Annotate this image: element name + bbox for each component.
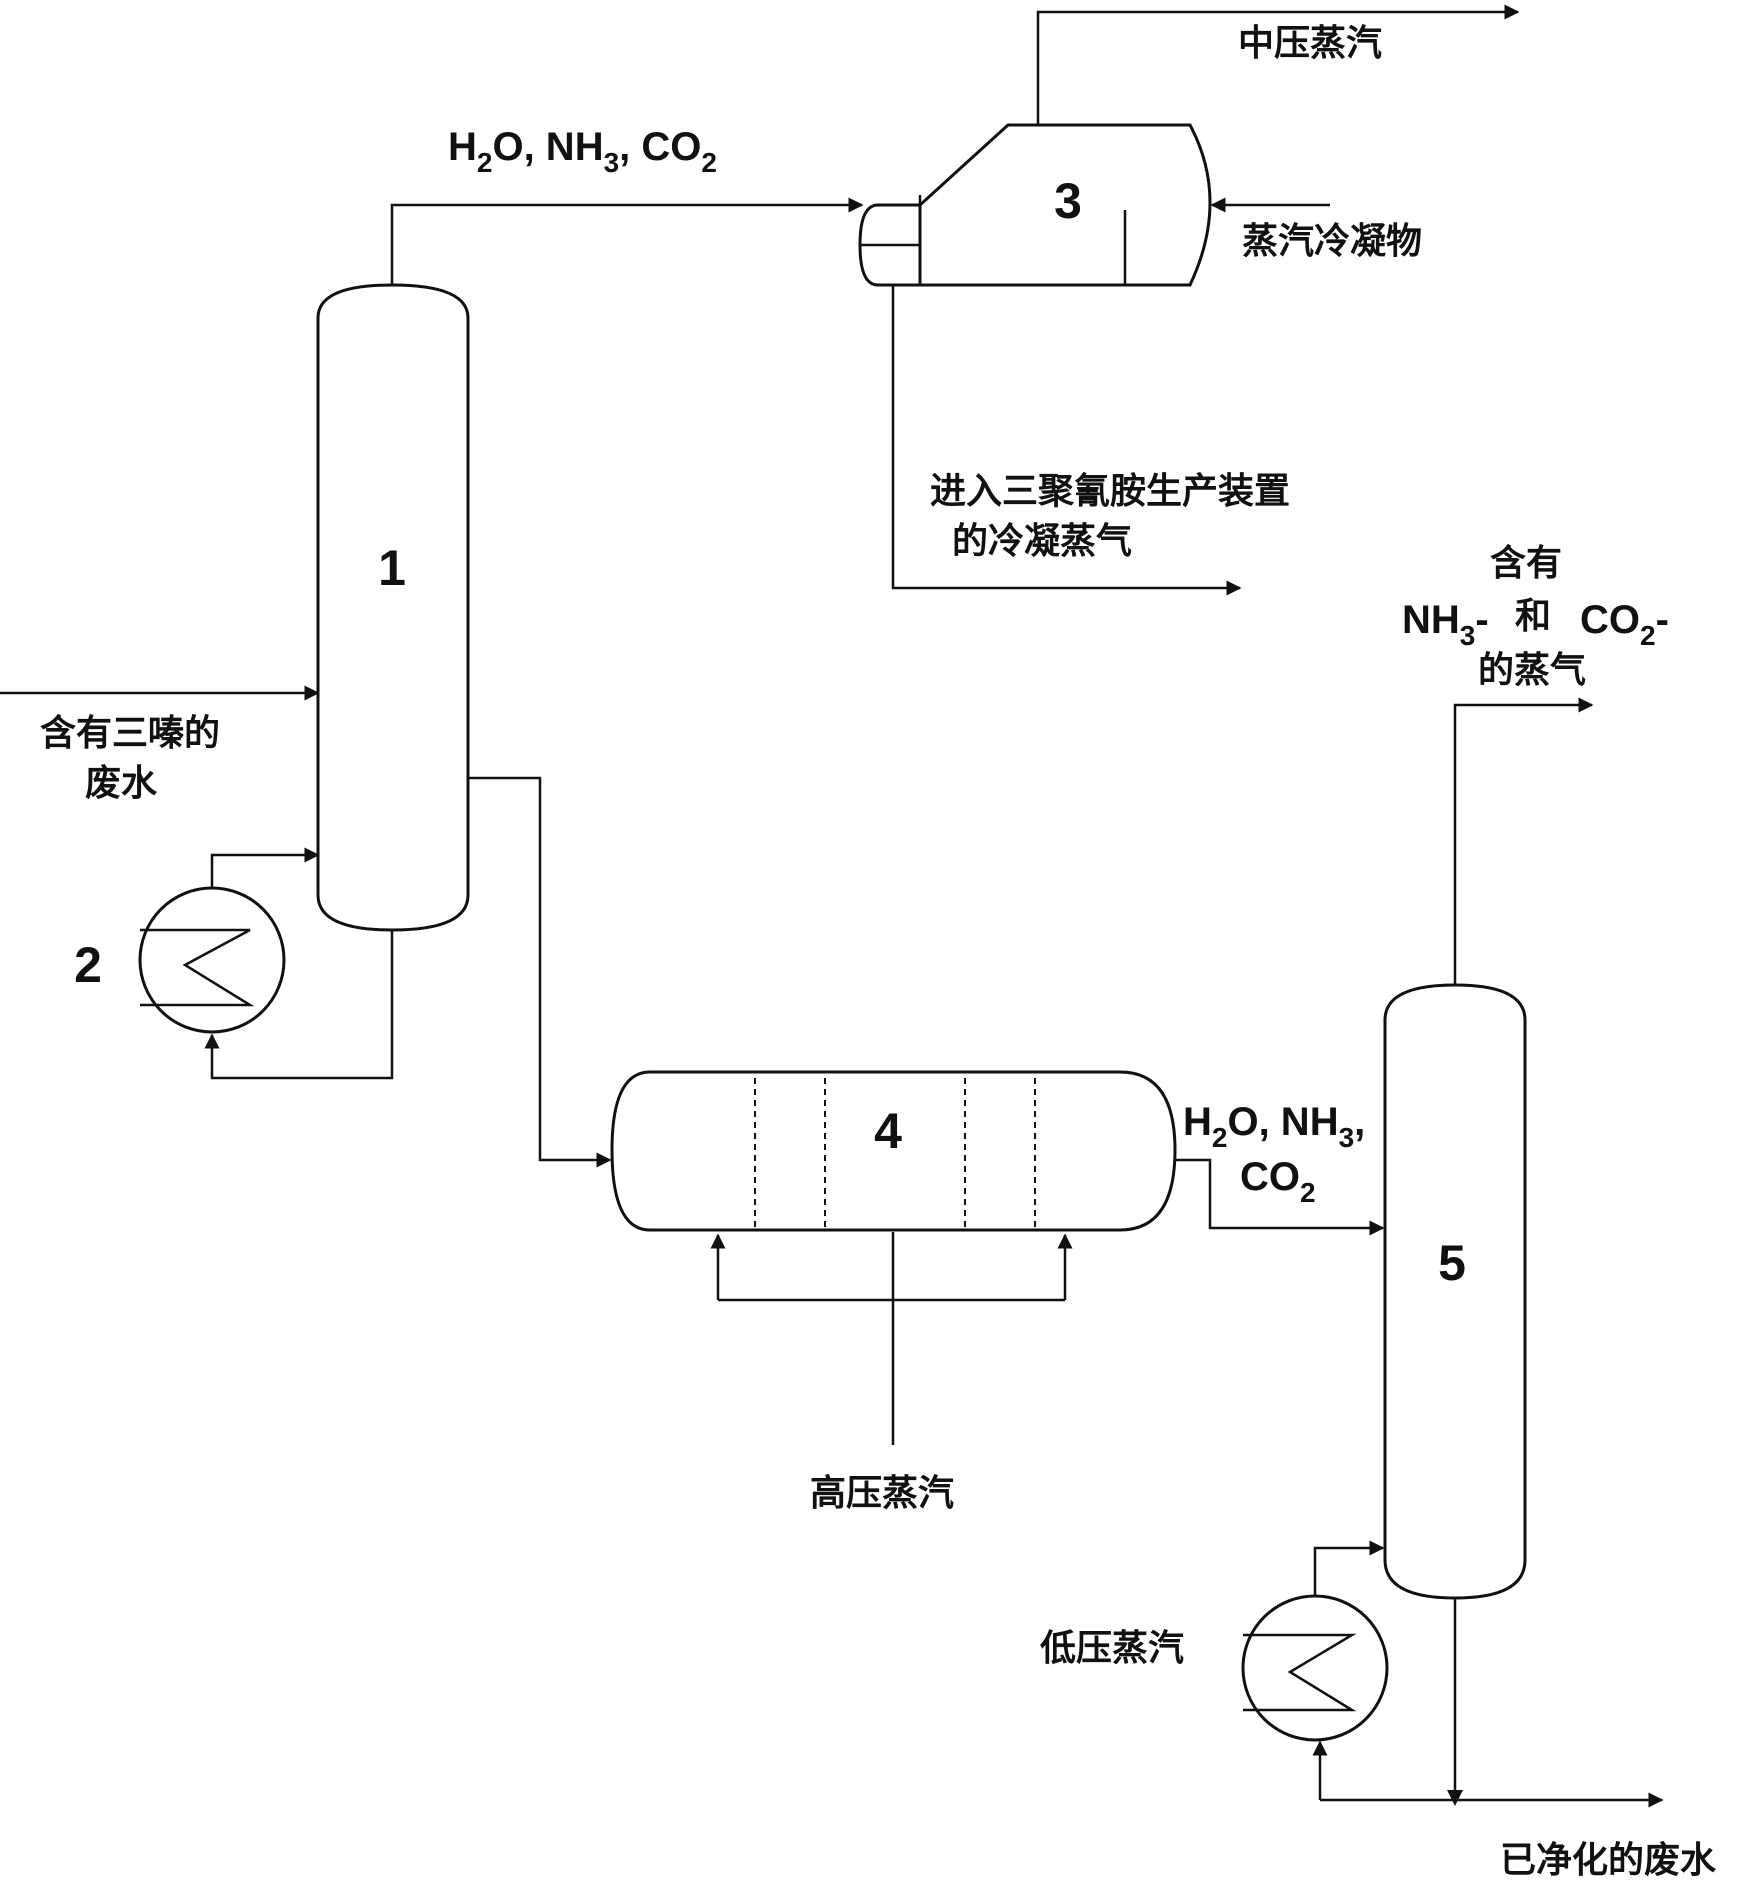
unit-4-label: 4 (874, 1103, 902, 1159)
hydrolysis-out-label-line2: CO2 (1240, 1155, 1316, 1208)
vapor-out-label-line3: 的蒸气 (1478, 650, 1586, 691)
vapor-out-label-co2: CO2- (1580, 598, 1669, 651)
feed-label-line1: 含有三嗪的 (40, 713, 220, 754)
reboiler-2: 2 (74, 886, 286, 1034)
unit-1-label: 1 (378, 540, 406, 596)
condensed-vapor-label-line2: 的冷凝蒸气 (952, 521, 1132, 562)
column-5: 5 (1383, 983, 1527, 1600)
unit-2-label: 2 (74, 937, 102, 993)
vapor-out-label-line2: NH3- (1402, 598, 1489, 651)
purified-wastewater-label: 已净化的废水 (1500, 1840, 1717, 1881)
steam-condensate-label: 蒸汽冷凝物 (1242, 221, 1422, 262)
hydrolyzer-4: 4 (610, 1070, 1177, 1232)
medium-pressure-steam-label: 中压蒸汽 (1238, 23, 1382, 64)
feed-label-line2: 废水 (85, 763, 158, 804)
condensed-vapor-label-line1: 进入三聚氰胺生产装置 (930, 471, 1290, 512)
high-pressure-steam-label: 高压蒸汽 (810, 1473, 954, 1514)
column-1: 1 (316, 283, 470, 932)
stream-labels: H2O, NH3, CO2 中压蒸汽 蒸汽冷凝物 进入三聚氰胺生产装置 的冷凝蒸… (40, 23, 1717, 1881)
unit-3-label: 3 (1054, 173, 1082, 229)
vapor-out-label-he: 和 (1515, 596, 1551, 637)
piping (0, 4, 1664, 1808)
unit-5-label: 5 (1438, 1235, 1466, 1291)
exchanger-3: 3 (858, 123, 1212, 287)
overhead-gas-label: H2O, NH3, CO2 (448, 125, 717, 178)
low-pressure-steam-label: 低压蒸汽 (1040, 1628, 1184, 1669)
vapor-out-label-line1: 含有 (1490, 543, 1562, 584)
reboiler-5 (1241, 1594, 1389, 1742)
hydrolysis-out-label-line1: H2O, NH3, (1183, 1100, 1365, 1153)
